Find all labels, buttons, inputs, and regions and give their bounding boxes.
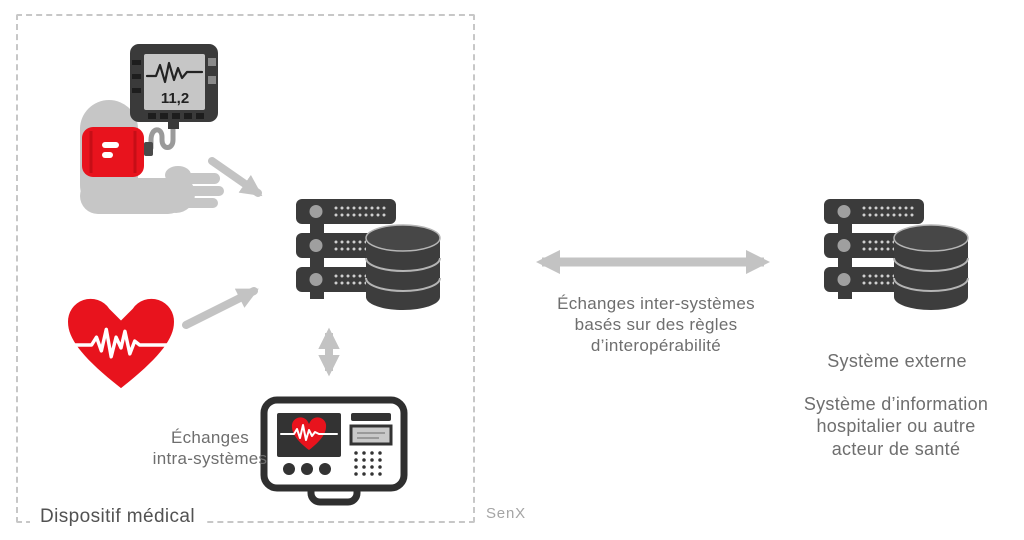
medical-device-boundary	[16, 14, 475, 523]
arrow-bp-to-server	[208, 157, 263, 197]
inter-systems-line2: basés sur des règles	[574, 315, 738, 335]
inter-systems-line1: Échanges inter-systèmes	[557, 294, 755, 313]
intra-systems-line2: intra-systèmes	[152, 449, 268, 469]
external-subtitle-line2: hospitalier ou autre	[816, 416, 976, 437]
patient-monitor-icon	[260, 396, 408, 506]
heart-ecg-icon	[68, 298, 174, 389]
intra-systems-label: Échanges intra-systèmes	[130, 427, 290, 469]
arrow-heart-to-server	[182, 287, 259, 329]
external-system-title: Système externe	[827, 351, 967, 371]
medical-device-label: Dispositif médical	[30, 506, 206, 528]
external-subtitle-line1: Système d’information	[803, 394, 989, 414]
external-subtitle-line3: acteur de santé	[831, 438, 961, 459]
bp-display: 11,2	[130, 44, 218, 129]
bp-tube	[148, 125, 176, 151]
blood-pressure-monitor-icon: 11,2	[80, 44, 224, 214]
brand-watermark: SenX	[486, 505, 526, 522]
bp-reading: 11,2	[161, 90, 189, 107]
intra-systems-line1: Échanges	[170, 428, 249, 447]
bp-cuff	[82, 127, 153, 177]
inter-systems-line3: d’interopérabilité	[590, 336, 722, 356]
external-system-subtitle: Système d’information hospitalier ou aut…	[776, 393, 1016, 460]
inter-systems-label: Échanges inter-systèmes basés sur des rè…	[536, 293, 776, 356]
